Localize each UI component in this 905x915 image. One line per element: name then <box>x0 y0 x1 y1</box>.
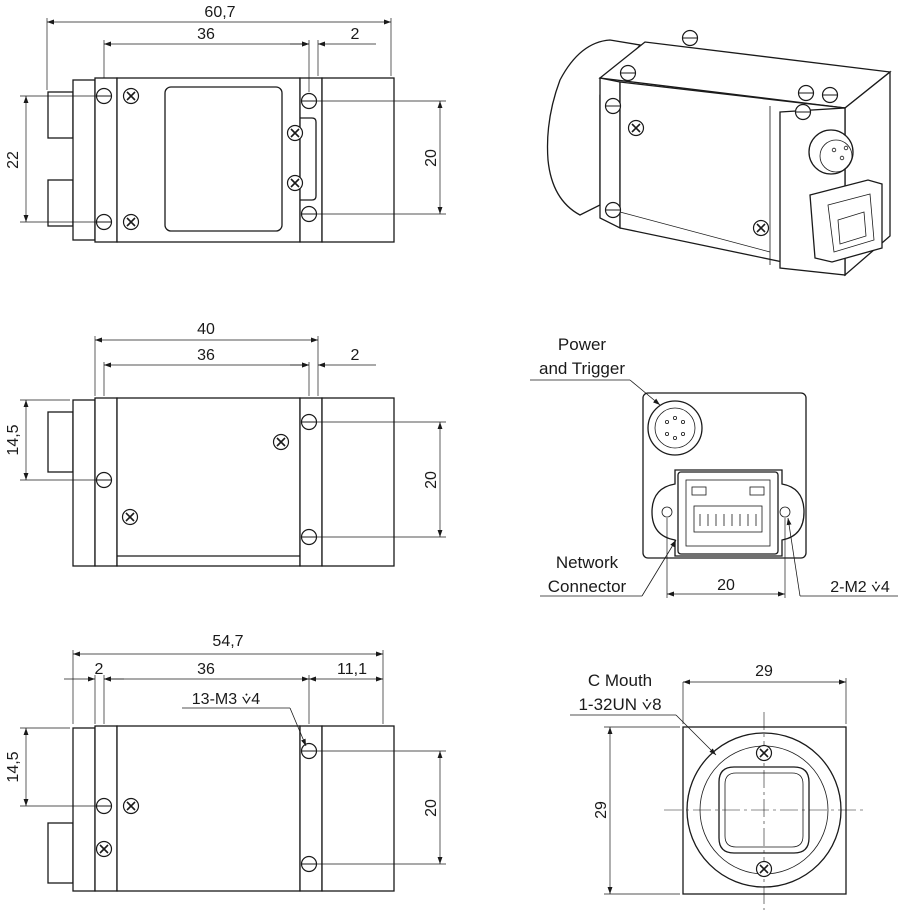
side-height-left-label: 14,5 <box>5 424 22 455</box>
network-connector-label-1: Network <box>556 553 619 572</box>
bottom-right-offset-label: 11,1 <box>337 661 367 678</box>
rear-width-label: 20 <box>717 577 735 594</box>
power-trigger-label-1: Power <box>558 335 607 354</box>
front-view: C Mouth 1-32UN ⩒8 29 29 <box>570 663 864 910</box>
rear-view: Power and Trigger Network Connector 20 2… <box>530 335 898 598</box>
bottom-overall-width-label: 54,7 <box>212 633 243 650</box>
bottom-height-right-label: 20 <box>423 799 440 817</box>
c-mount-label-2: 1-32UN ⩒8 <box>578 695 661 714</box>
top-height-left-label: 22 <box>5 151 22 169</box>
bottom-thread-callout: 13-M3 ⩒4 <box>192 691 261 708</box>
top-body-width-label: 36 <box>197 26 215 43</box>
top-flange-label: 2 <box>351 26 360 43</box>
side-body-width-label: 36 <box>197 347 215 364</box>
side-overall-width-label: 40 <box>197 321 215 338</box>
bottom-flange-left-label: 2 <box>95 661 104 678</box>
top-overall-width-label: 60,7 <box>204 4 235 21</box>
power-trigger-label-2: and Trigger <box>539 359 625 378</box>
front-height-label: 29 <box>593 801 610 819</box>
side-flange-label: 2 <box>351 347 360 364</box>
bottom-body-width-label: 36 <box>197 661 215 678</box>
isometric-view <box>546 29 892 277</box>
top-view: 60,7 36 2 22 20 <box>5 4 446 243</box>
bottom-height-left-label: 14,5 <box>5 751 22 782</box>
side-height-right-label: 20 <box>423 471 440 489</box>
c-mount-label-1: C Mouth <box>588 671 652 690</box>
front-width-label: 29 <box>755 663 773 680</box>
bottom-view: 54,7 2 36 11,1 13-M3 ⩒4 14,5 20 <box>5 633 446 892</box>
rear-thread-callout: 2-M2 ⩒4 <box>830 579 890 596</box>
side-view: 40 36 2 14,5 20 <box>5 321 446 567</box>
top-height-right-label: 20 <box>423 149 440 167</box>
network-connector-label-2: Connector <box>548 577 627 596</box>
